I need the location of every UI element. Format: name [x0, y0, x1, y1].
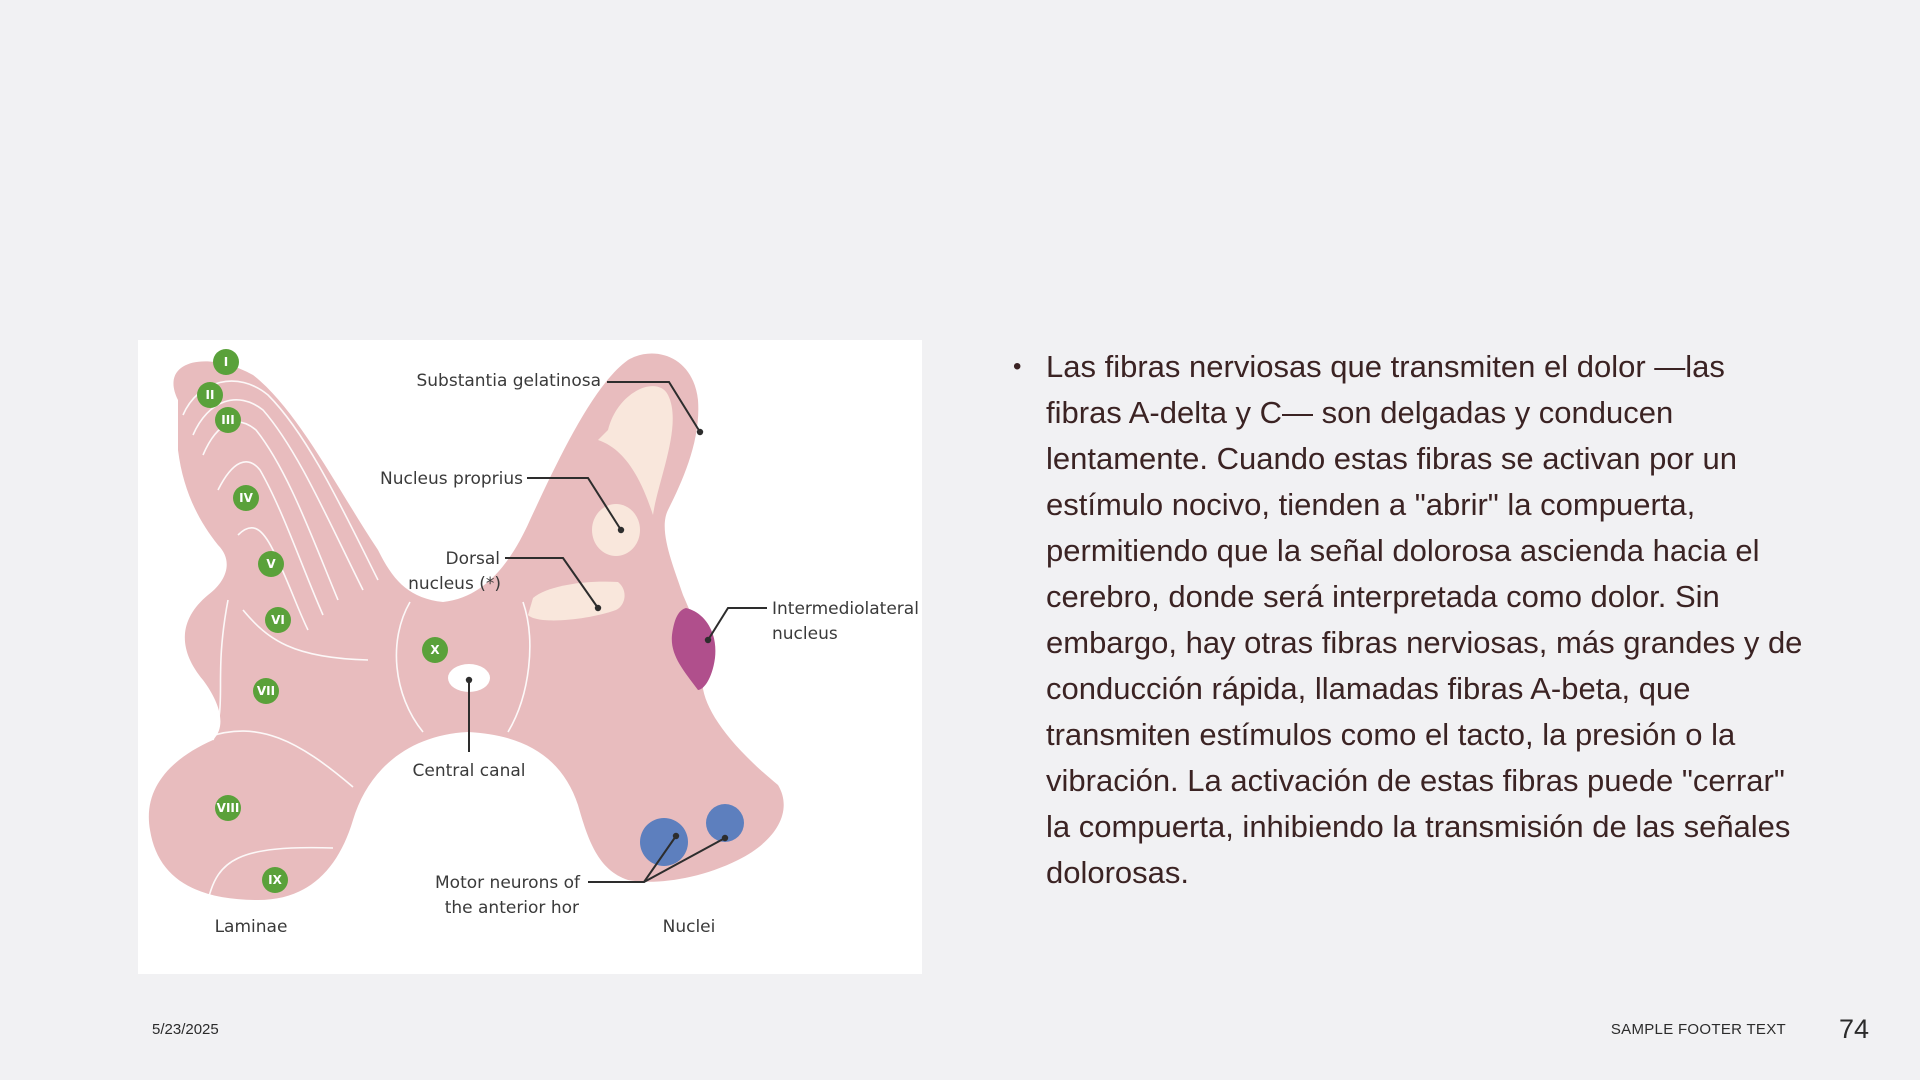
- svg-text:III: III: [221, 413, 234, 427]
- svg-text:VII: VII: [257, 684, 275, 698]
- label-dorsal-nucleus-2: nucleus (*): [408, 574, 501, 594]
- substantia-gelatinosa-shape: [598, 386, 673, 515]
- motor-neuron-large: [640, 818, 688, 866]
- svg-text:V: V: [266, 557, 276, 571]
- dorsal-nucleus-shape: [528, 581, 625, 621]
- svg-text:VI: VI: [271, 613, 285, 627]
- label-laminae: Laminae: [215, 917, 288, 937]
- label-central-canal: Central canal: [413, 761, 526, 781]
- bullet-dot-icon: •: [1013, 353, 1022, 380]
- svg-text:X: X: [430, 643, 440, 657]
- label-motor-neurons-1: Motor neurons of: [435, 873, 581, 893]
- label-intermediolateral-2: nucleus: [772, 624, 838, 644]
- spinal-cord-svg: I II III IV V: [148, 349, 919, 937]
- body-paragraph: Las fibras nerviosas que transmiten el d…: [1046, 349, 1803, 890]
- label-dorsal-nucleus-1: Dorsal: [446, 549, 500, 569]
- svg-text:VIII: VIII: [217, 801, 240, 815]
- lamina-badge-iii: III: [215, 407, 241, 433]
- lamina-badge-iv: IV: [233, 485, 259, 511]
- lamina-badge-vii: VII: [253, 678, 279, 704]
- motor-neuron-small: [706, 804, 744, 842]
- svg-text:IV: IV: [239, 491, 253, 505]
- bullet-item: • Las fibras nerviosas que transmiten el…: [1013, 344, 1803, 896]
- label-nuclei: Nuclei: [663, 917, 716, 937]
- svg-text:II: II: [206, 388, 215, 402]
- footer-date: 5/23/2025: [152, 1021, 219, 1038]
- lamina-badge-vi: VI: [265, 607, 291, 633]
- label-intermediolateral-1: Intermediolateral: [772, 599, 919, 619]
- svg-text:IX: IX: [268, 873, 282, 887]
- lamina-lines: [182, 380, 531, 901]
- spinal-cord-diagram: I II III IV V: [138, 340, 922, 974]
- label-substantia-gelatinosa: Substantia gelatinosa: [416, 371, 601, 391]
- label-nucleus-proprius: Nucleus proprius: [380, 469, 523, 489]
- footer-text: SAMPLE FOOTER TEXT: [1610, 1021, 1786, 1038]
- lamina-badge-ii: II: [197, 382, 223, 408]
- lamina-badge-i: I: [213, 349, 239, 375]
- svg-text:I: I: [224, 355, 228, 369]
- lamina-badge-ix: IX: [262, 867, 288, 893]
- intermediolateral-shape: [671, 608, 716, 690]
- leader-dots: [465, 428, 729, 842]
- nucleus-proprius-shape: [592, 504, 640, 556]
- label-motor-neurons-2: the anterior hor: [445, 898, 579, 918]
- lamina-badge-viii: VIII: [215, 795, 241, 821]
- grey-matter-shape: [148, 353, 784, 900]
- leader-lines: [468, 381, 767, 883]
- lamina-badge-x: X: [422, 637, 448, 663]
- lamina-badges: I II III IV V: [197, 349, 448, 893]
- lamina-badge-v: V: [258, 551, 284, 577]
- slide-number: 74: [1838, 1014, 1869, 1044]
